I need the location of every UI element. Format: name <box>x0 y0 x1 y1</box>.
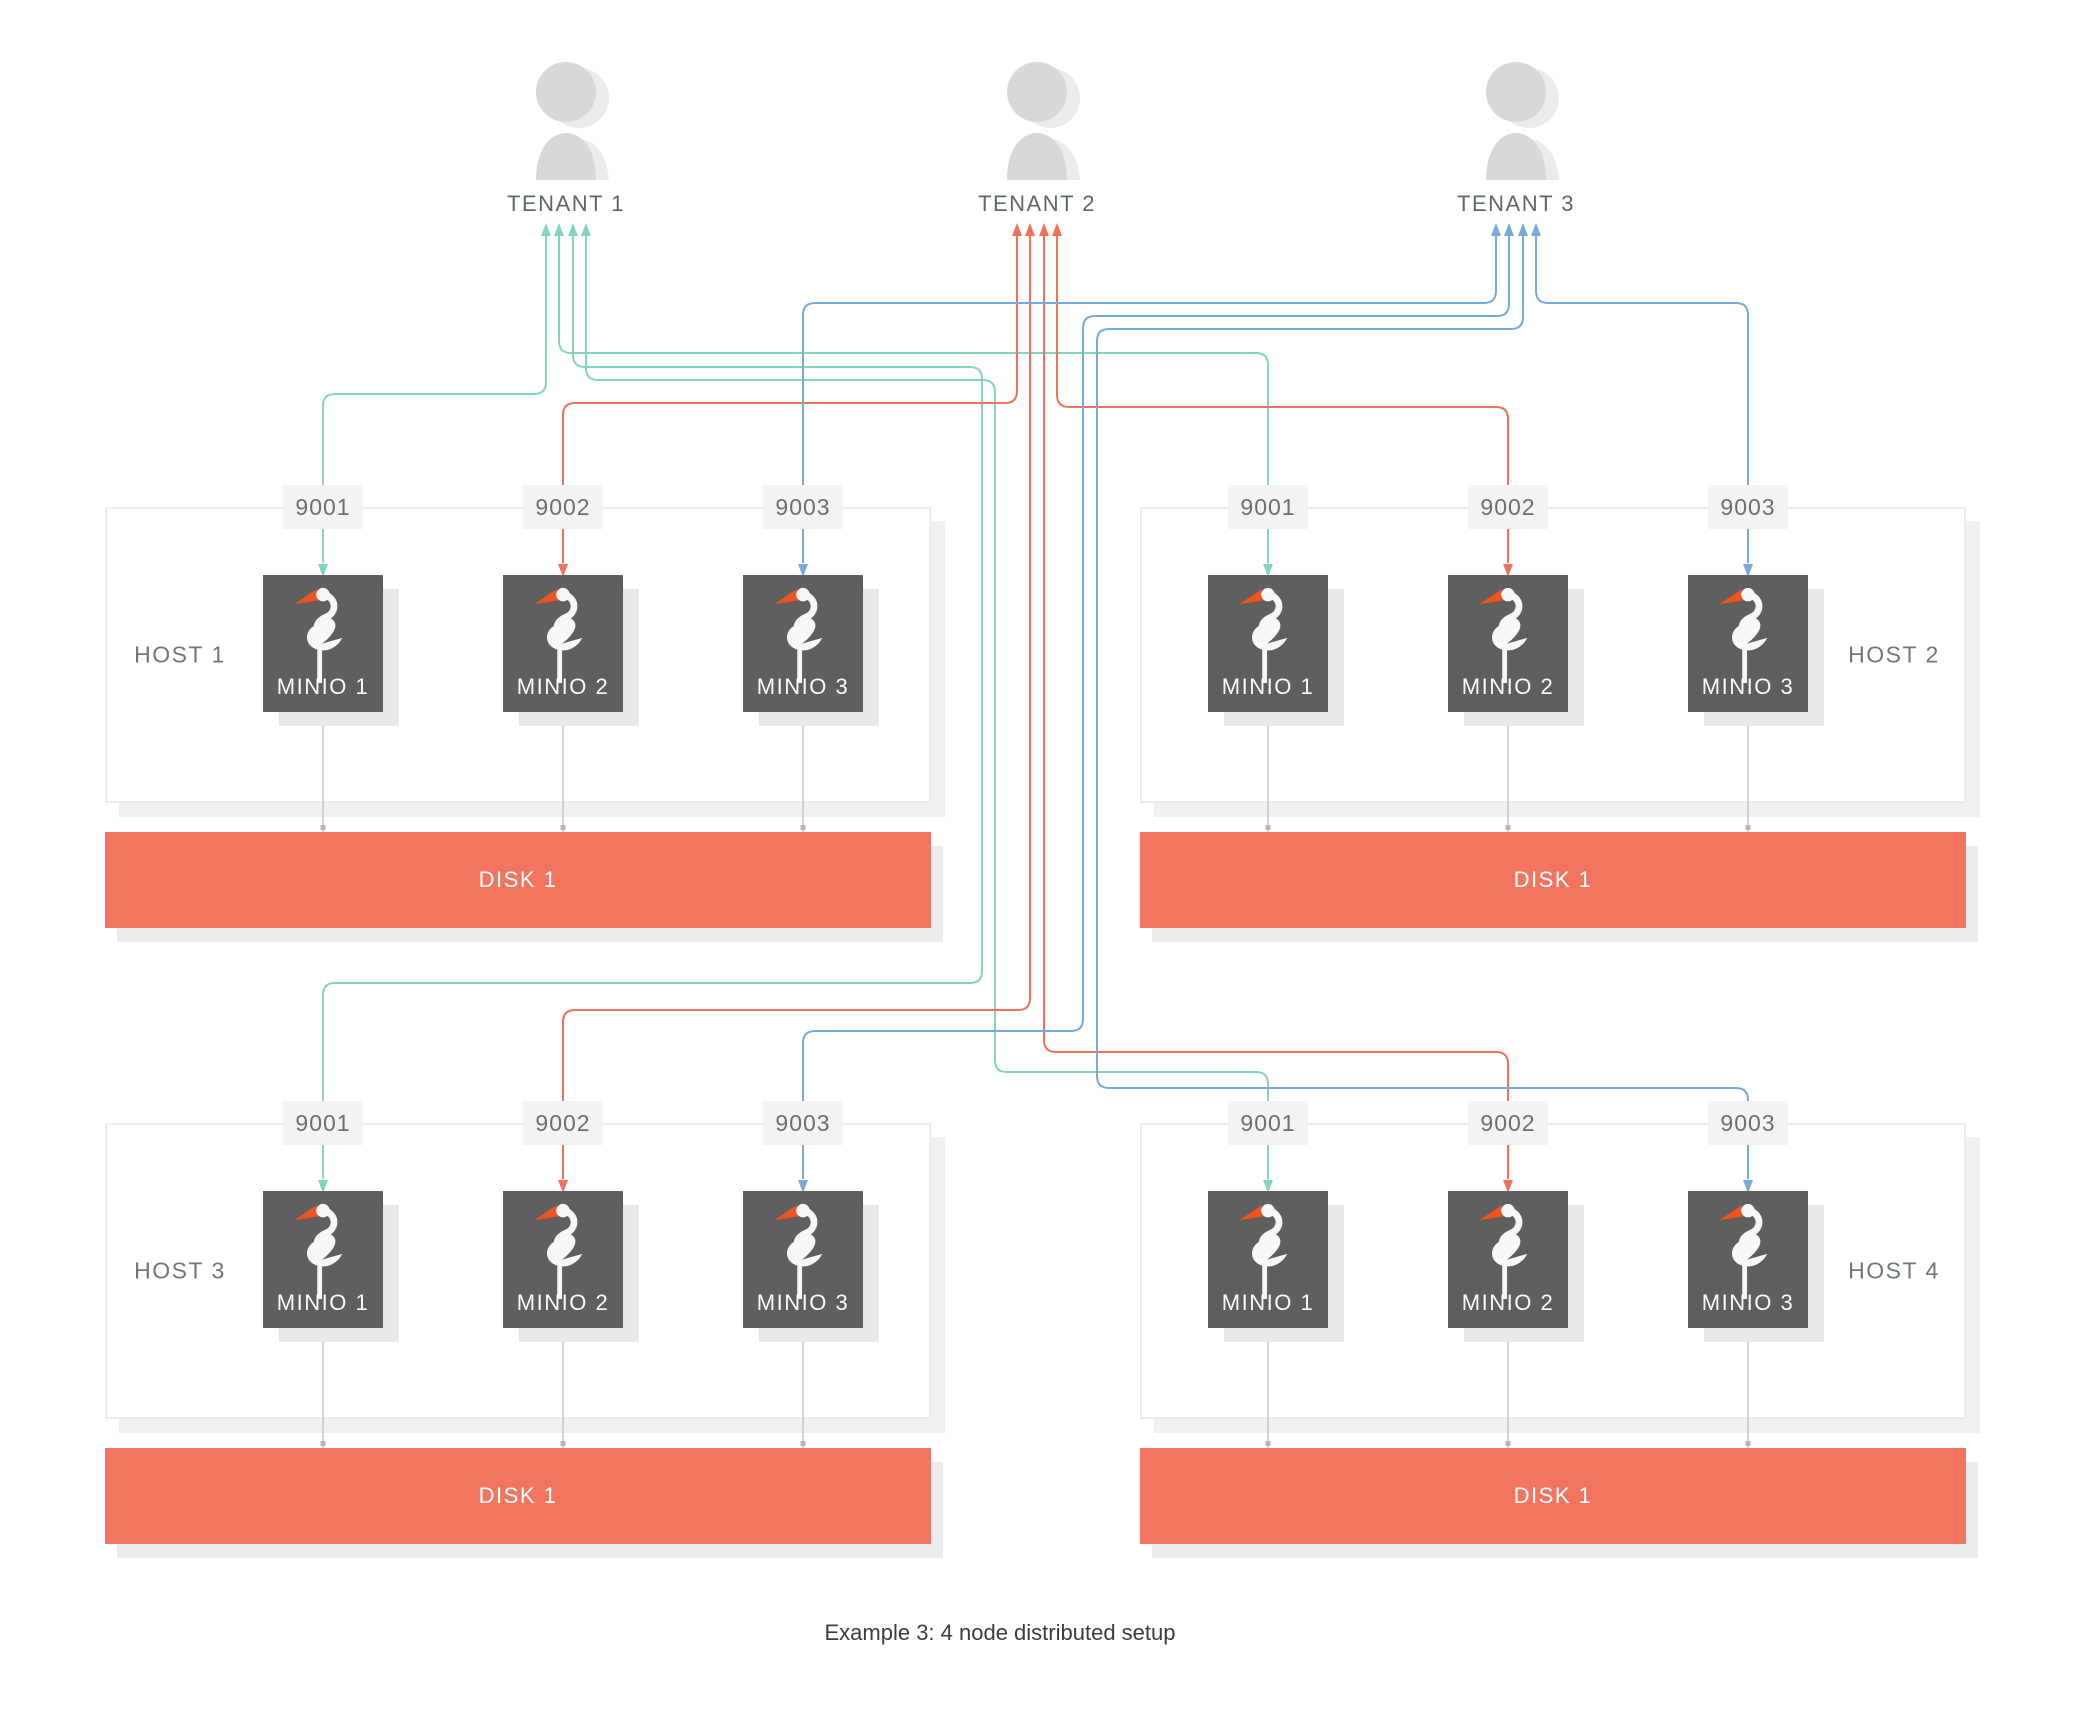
minio-bird-icon <box>774 587 823 684</box>
disk-label: DISK 1 <box>1513 867 1593 892</box>
tenant-1: TENANT 1 <box>491 58 641 217</box>
minio-node-label: MINIO 3 <box>1701 1290 1795 1315</box>
arrowhead-up-icon <box>1531 223 1541 236</box>
arrowhead-up-icon <box>1052 223 1062 236</box>
host-3-port-9002: 9002 <box>523 1101 603 1145</box>
link-endpoint <box>320 825 326 830</box>
minio-node-label: MINIO 2 <box>516 1290 610 1315</box>
arrowhead-up-icon <box>1039 223 1049 236</box>
link-endpoint <box>800 1441 806 1446</box>
minio-bird-icon <box>534 587 583 684</box>
host-2-label: HOST 2 <box>1848 641 1940 668</box>
host-4-port-9002: 9002 <box>1468 1101 1548 1145</box>
host-2-minio-node-1: MINIO 1 <box>1208 575 1328 712</box>
minio-node-label: MINIO 1 <box>276 1290 370 1315</box>
host-2-minio-node-3: MINIO 3 <box>1688 575 1808 712</box>
link-endpoint <box>1265 825 1271 830</box>
host-4-port-9003: 9003 <box>1708 1101 1788 1145</box>
minio-node-label: MINIO 3 <box>756 674 850 699</box>
host-4-minio-node-3: MINIO 3 <box>1688 1191 1808 1328</box>
host-1-port-9003: 9003 <box>763 485 843 529</box>
host-2-minio-node-2: MINIO 2 <box>1448 575 1568 712</box>
disk-label: DISK 1 <box>478 867 558 892</box>
host-4-port-9001: 9001 <box>1228 1101 1308 1145</box>
minio-bird-icon <box>1239 1203 1288 1300</box>
arrowhead-up-icon <box>581 223 591 236</box>
minio-bird-icon <box>1479 587 1528 684</box>
minio-node-label: MINIO 2 <box>1461 674 1555 699</box>
minio-node-label: MINIO 1 <box>276 674 370 699</box>
host-3-disk: DISK 1 <box>105 1448 931 1544</box>
host-2-port-9001: 9001 <box>1228 485 1308 529</box>
minio-node-label: MINIO 1 <box>1221 1290 1315 1315</box>
minio-node-label: MINIO 2 <box>1461 1290 1555 1315</box>
user-icon <box>536 62 609 186</box>
tenant-label: TENANT 2 <box>978 191 1096 216</box>
host-4-label: HOST 4 <box>1848 1257 1940 1284</box>
host-3-port-9003: 9003 <box>763 1101 843 1145</box>
link-endpoint <box>1745 825 1751 830</box>
minio-node-label: MINIO 3 <box>756 1290 850 1315</box>
link-endpoint <box>1745 1441 1751 1446</box>
host-1-port-9002: 9002 <box>523 485 603 529</box>
host-1-disk: DISK 1 <box>105 832 931 928</box>
host-2-port-9002: 9002 <box>1468 485 1548 529</box>
host-3-minio-node-2: MINIO 2 <box>503 1191 623 1328</box>
minio-bird-icon <box>534 1203 583 1300</box>
minio-bird-icon <box>1239 587 1288 684</box>
link-endpoint <box>320 1441 326 1446</box>
link-endpoint <box>1265 1441 1271 1446</box>
disk-label: DISK 1 <box>1513 1483 1593 1508</box>
host-1-minio-node-2: MINIO 2 <box>503 575 623 712</box>
tenant-label: TENANT 1 <box>507 191 625 216</box>
tenant-3: TENANT 3 <box>1441 58 1591 217</box>
minio-node-label: MINIO 3 <box>1701 674 1795 699</box>
minio-bird-icon <box>1479 1203 1528 1300</box>
minio-bird-icon <box>294 587 343 684</box>
host-3-minio-node-3: MINIO 3 <box>743 1191 863 1328</box>
host-1-label: HOST 1 <box>134 641 226 668</box>
arrowhead-up-icon <box>554 223 564 236</box>
user-icon <box>1486 62 1559 186</box>
host-4-minio-node-1: MINIO 1 <box>1208 1191 1328 1328</box>
host-1-minio-node-1: MINIO 1 <box>263 575 383 712</box>
minio-node-label: MINIO 2 <box>516 674 610 699</box>
minio-bird-icon <box>294 1203 343 1300</box>
arrowhead-up-icon <box>1025 223 1035 236</box>
host-4-disk: DISK 1 <box>1140 1448 1966 1544</box>
minio-node-label: MINIO 1 <box>1221 674 1315 699</box>
arrowhead-up-icon <box>1491 223 1501 236</box>
host-3-label: HOST 3 <box>134 1257 226 1284</box>
diagram-caption: Example 3: 4 node distributed setup <box>824 1620 1176 1645</box>
minio-bird-icon <box>1719 1203 1768 1300</box>
link-endpoint <box>1505 1441 1511 1446</box>
tenant-2: TENANT 2 <box>962 58 1112 217</box>
link-endpoint <box>800 825 806 830</box>
host-1-port-9001: 9001 <box>283 485 363 529</box>
host-4-minio-node-2: MINIO 2 <box>1448 1191 1568 1328</box>
arrowhead-up-icon <box>1518 223 1528 236</box>
link-endpoint <box>1505 825 1511 830</box>
tenant-label: TENANT 3 <box>1457 191 1575 216</box>
user-icon <box>1007 62 1080 186</box>
arrowhead-up-icon <box>1504 223 1514 236</box>
arrowhead-up-icon <box>568 223 578 236</box>
host-1-minio-node-3: MINIO 3 <box>743 575 863 712</box>
arrowhead-up-icon <box>1012 223 1022 236</box>
disk-label: DISK 1 <box>478 1483 558 1508</box>
arrowhead-up-icon <box>541 223 551 236</box>
host-3-minio-node-1: MINIO 1 <box>263 1191 383 1328</box>
minio-bird-icon <box>774 1203 823 1300</box>
minio-bird-icon <box>1719 587 1768 684</box>
link-endpoint <box>560 1441 566 1446</box>
host-2-disk: DISK 1 <box>1140 832 1966 928</box>
link-endpoint <box>560 825 566 830</box>
host-2-port-9003: 9003 <box>1708 485 1788 529</box>
host-3-port-9001: 9001 <box>283 1101 363 1145</box>
